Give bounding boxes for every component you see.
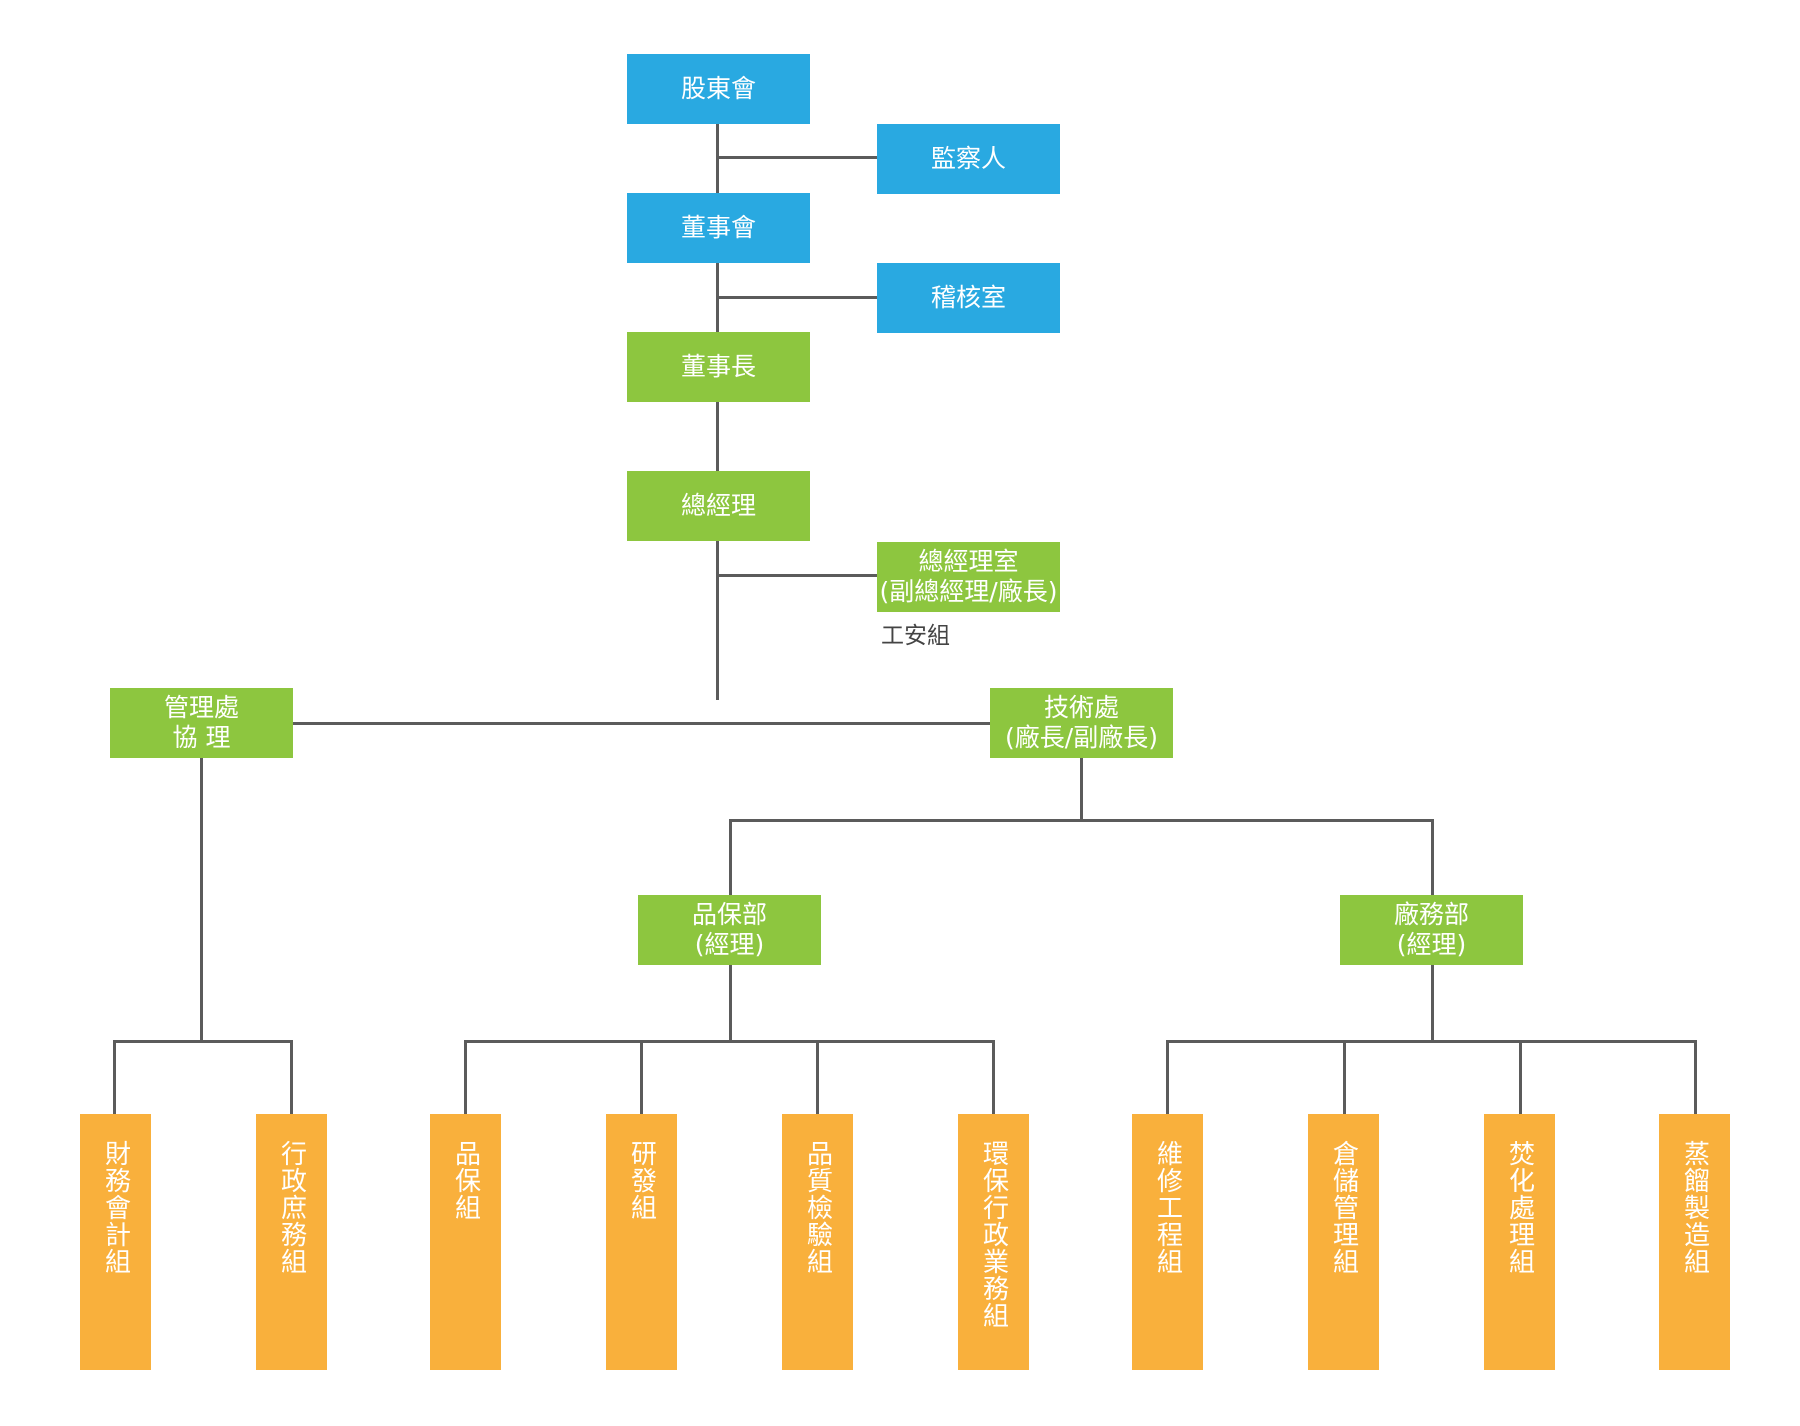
connector-line: [816, 1040, 819, 1114]
box-label: 總經理室 (副總經理/廠長): [879, 547, 1058, 606]
connector-line: [1166, 1040, 1697, 1043]
group-box: 倉儲管理組: [1308, 1114, 1379, 1370]
box-label: 股東會: [680, 74, 756, 103]
connector-line: [992, 1040, 995, 1114]
technical-division-box: 技術處 (廠長/副廠長): [990, 688, 1173, 758]
box-label: 管理處 協 理: [163, 693, 239, 752]
group-label: 維修工程組: [1152, 1140, 1183, 1275]
connector-line: [113, 1040, 116, 1114]
group-label: 品保組: [450, 1140, 481, 1221]
management-division-box: 管理處 協 理: [110, 688, 293, 758]
audit-office-box: 稽核室: [877, 263, 1060, 333]
box-label: 稽核室: [930, 283, 1006, 312]
group-box: 行政庶務組: [256, 1114, 327, 1370]
chairman-box: 董事長: [627, 332, 810, 402]
connector-line: [716, 122, 719, 700]
connector-line: [290, 1040, 293, 1114]
connector-line: [200, 758, 203, 1042]
box-label: 監察人: [930, 144, 1006, 173]
group-label: 環保行政業務組: [978, 1140, 1009, 1329]
connector-line: [729, 819, 732, 897]
group-box: 蒸餾製造組: [1659, 1114, 1730, 1370]
connector-line: [1694, 1040, 1697, 1114]
qa-department-box: 品保部 (經理): [638, 895, 821, 965]
connector-line: [1431, 965, 1434, 1042]
gm-office-box: 總經理室 (副總經理/廠長): [877, 542, 1060, 612]
connector-line: [1080, 758, 1083, 820]
box-label: 廠務部 (經理): [1393, 900, 1469, 959]
group-box: 品保組: [430, 1114, 501, 1370]
general-manager-box: 總經理: [627, 471, 810, 541]
box-label: 董事長: [680, 352, 756, 381]
group-label: 財務會計組: [100, 1140, 131, 1275]
connector-line: [1431, 819, 1434, 897]
box-label: 技術處 (廠長/副廠長): [1005, 693, 1158, 752]
connector-line: [729, 965, 732, 1042]
connector-line: [1519, 1040, 1522, 1114]
plant-department-box: 廠務部 (經理): [1340, 895, 1523, 965]
safety-group-label: 工安組: [881, 623, 950, 649]
group-label: 蒸餾製造組: [1679, 1140, 1710, 1275]
group-box: 品質檢驗組: [782, 1114, 853, 1370]
connector-line: [292, 722, 992, 725]
connector-line: [729, 819, 1434, 822]
group-box: 焚化處理組: [1484, 1114, 1555, 1370]
supervisor-box: 監察人: [877, 124, 1060, 194]
connector-line: [464, 1040, 995, 1043]
box-label: 品保部 (經理): [691, 900, 767, 959]
connector-line: [464, 1040, 467, 1114]
group-label: 行政庶務組: [276, 1140, 307, 1275]
connector-line: [640, 1040, 643, 1114]
connector-line: [1166, 1040, 1169, 1114]
shareholders-box: 股東會: [627, 54, 810, 124]
group-label: 倉儲管理組: [1328, 1140, 1359, 1275]
group-box: 維修工程組: [1132, 1114, 1203, 1370]
group-box: 研發組: [606, 1114, 677, 1370]
connector-line: [113, 1040, 293, 1043]
board-box: 董事會: [627, 193, 810, 263]
group-label: 焚化處理組: [1504, 1140, 1535, 1275]
group-label: 研發組: [626, 1140, 657, 1221]
connector-line: [716, 296, 878, 299]
box-label: 董事會: [680, 213, 756, 242]
connector-line: [716, 156, 878, 159]
connector-line: [1343, 1040, 1346, 1114]
group-box: 環保行政業務組: [958, 1114, 1029, 1370]
group-box: 財務會計組: [80, 1114, 151, 1370]
group-label: 品質檢驗組: [802, 1140, 833, 1275]
box-label: 總經理: [680, 491, 756, 520]
connector-line: [716, 574, 878, 577]
